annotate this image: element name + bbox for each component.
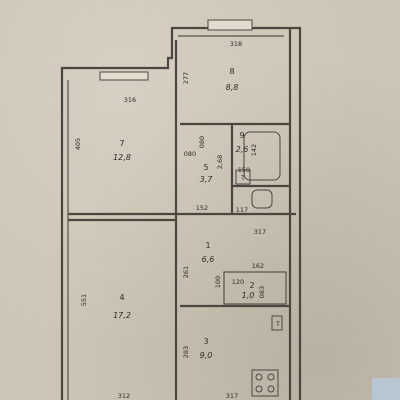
room-3-number: 3 — [203, 337, 208, 346]
corner-blue-patch — [372, 378, 400, 400]
dim-room-5-a: 080 — [198, 136, 206, 148]
dim-room-5-c: 2,68 — [216, 155, 224, 169]
stove-burner — [267, 385, 275, 393]
dim-room-5-b: 080 — [184, 150, 196, 158]
room-7-area: 12,8 — [113, 153, 131, 162]
stove-burner — [267, 373, 275, 381]
room-4-area: 17,2 — [113, 311, 131, 320]
room-9-number: 9 — [239, 131, 244, 140]
interior-walls — [68, 40, 296, 400]
room-1-number: 1 — [205, 241, 210, 250]
stove-burner — [255, 373, 263, 381]
dim-bath: 142 — [250, 144, 258, 156]
dim-toilet-b: 117 — [236, 206, 248, 214]
bathtub — [243, 131, 281, 181]
room-1-area: 6,6 — [202, 255, 215, 264]
dim-room-4-depth: 551 — [80, 294, 88, 306]
room-8-area: 8,8 — [226, 83, 239, 92]
stove-burner — [255, 385, 263, 393]
room-3-area: 9,0 — [200, 351, 213, 360]
toilet-t-mark: T — [240, 174, 245, 182]
room-2-number: 2 — [249, 281, 254, 290]
dim-room-7-width: 316 — [124, 96, 136, 104]
dim-room-1-width: 317 — [254, 228, 266, 236]
room-3-t-mark: T — [275, 320, 280, 328]
dimension-labels: 318 277 316 405 080 080 2,68 142 150 T 1… — [74, 40, 280, 400]
room-8-number: 8 — [229, 67, 234, 76]
dim-corridor: 152 — [196, 204, 208, 212]
dim-room-3-depth: 283 — [182, 346, 190, 358]
dim-room-8-depth: 277 — [182, 72, 190, 84]
dim-room-1-b: 162 — [252, 262, 264, 270]
room-2-closet-walls — [223, 271, 287, 305]
dim-room-3-width: 317 — [226, 392, 238, 400]
window-room-8 — [207, 19, 253, 31]
toilet — [251, 189, 273, 209]
stove — [251, 369, 279, 397]
room-2-area: 1,0 — [242, 291, 255, 300]
dim-room-2-b: 083 — [258, 286, 266, 298]
fixtures — [235, 131, 283, 397]
outer-wall-main — [60, 26, 302, 400]
room-9-area: 2,6 — [236, 145, 249, 154]
room-7-number: 7 — [119, 139, 124, 148]
dim-room-7-depth: 405 — [74, 138, 82, 150]
windows — [99, 19, 253, 81]
room-5-number: 5 — [203, 163, 208, 172]
window-room-7 — [99, 71, 149, 81]
dim-room-4-width: 312 — [118, 392, 130, 400]
dim-room-1-c: 100 — [214, 276, 222, 288]
room-4-number: 4 — [119, 293, 124, 302]
dim-room-8-width: 318 — [230, 40, 242, 48]
dim-room-2-a: 120 — [232, 278, 244, 286]
room-labels: 8 8,8 7 12,8 5 3,7 9 2,6 4 17,2 1 6,6 2 … — [113, 67, 254, 360]
room-5-area: 3,7 — [200, 175, 214, 184]
dim-toilet-a: 150 — [238, 166, 250, 174]
dim-room-1-depth: 261 — [182, 266, 190, 278]
room-3-sink — [271, 315, 283, 331]
toilet-box — [235, 169, 251, 185]
